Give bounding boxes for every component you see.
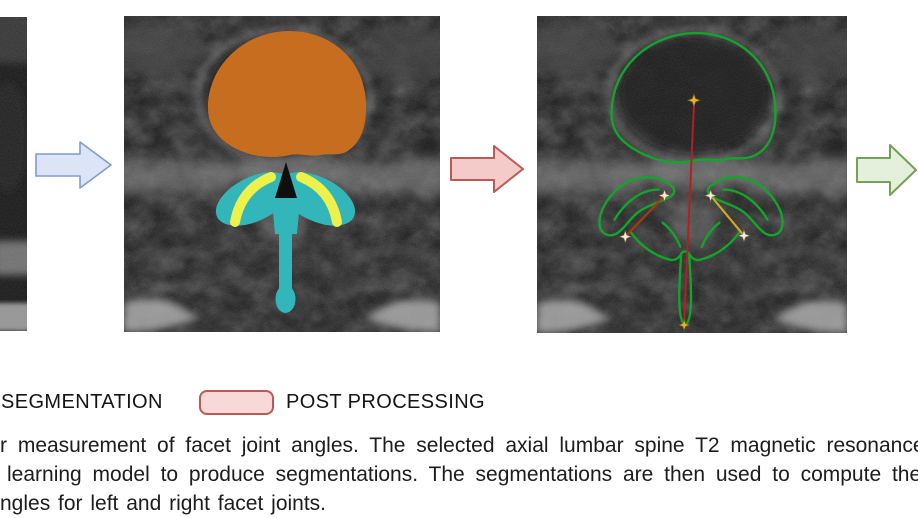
- gold-star-markers: [678, 93, 701, 331]
- figure-caption: r measurement of facet joint angles. The…: [0, 431, 918, 518]
- right-arrow-icon: [856, 144, 917, 196]
- disc-segment: [208, 30, 367, 157]
- right-facet-angle-line: [709, 194, 745, 237]
- midline-axis: [683, 104, 695, 324]
- legend-segmentation-label: SEGMENTATION: [1, 391, 163, 413]
- segmentation-contours: [598, 31, 784, 327]
- post-processing-mri-panel: [537, 16, 847, 333]
- left-facet-angle-line: [624, 194, 666, 238]
- right-arrow-icon: [35, 141, 112, 189]
- legend-post-processing-label: POST PROCESSING: [286, 391, 486, 413]
- right-arrow-icon: [450, 145, 524, 193]
- post-processing-mri-image: [537, 16, 847, 333]
- input-mri-partial-panel: [0, 17, 27, 331]
- segmentation-mri-image: [124, 16, 440, 332]
- segmentation-mri-panel: [124, 16, 440, 332]
- caption-line-1: r measurement of facet joint angles. The…: [0, 434, 918, 457]
- to-output-arrow: [856, 142, 918, 198]
- facet-joint-segments: [230, 172, 342, 227]
- canal-notch: [275, 162, 297, 198]
- caption-line-3: ngles for left and right facet joints.: [0, 492, 327, 515]
- to-post-processing-arrow: [450, 144, 525, 194]
- legend-post-processing-swatch: [199, 390, 274, 415]
- white-star-markers: [618, 188, 751, 244]
- caption-line-2: learning model to produce segmentations.…: [7, 463, 918, 486]
- to-segmentation-arrow: [35, 139, 113, 191]
- input-mri-partial-image: [0, 17, 27, 331]
